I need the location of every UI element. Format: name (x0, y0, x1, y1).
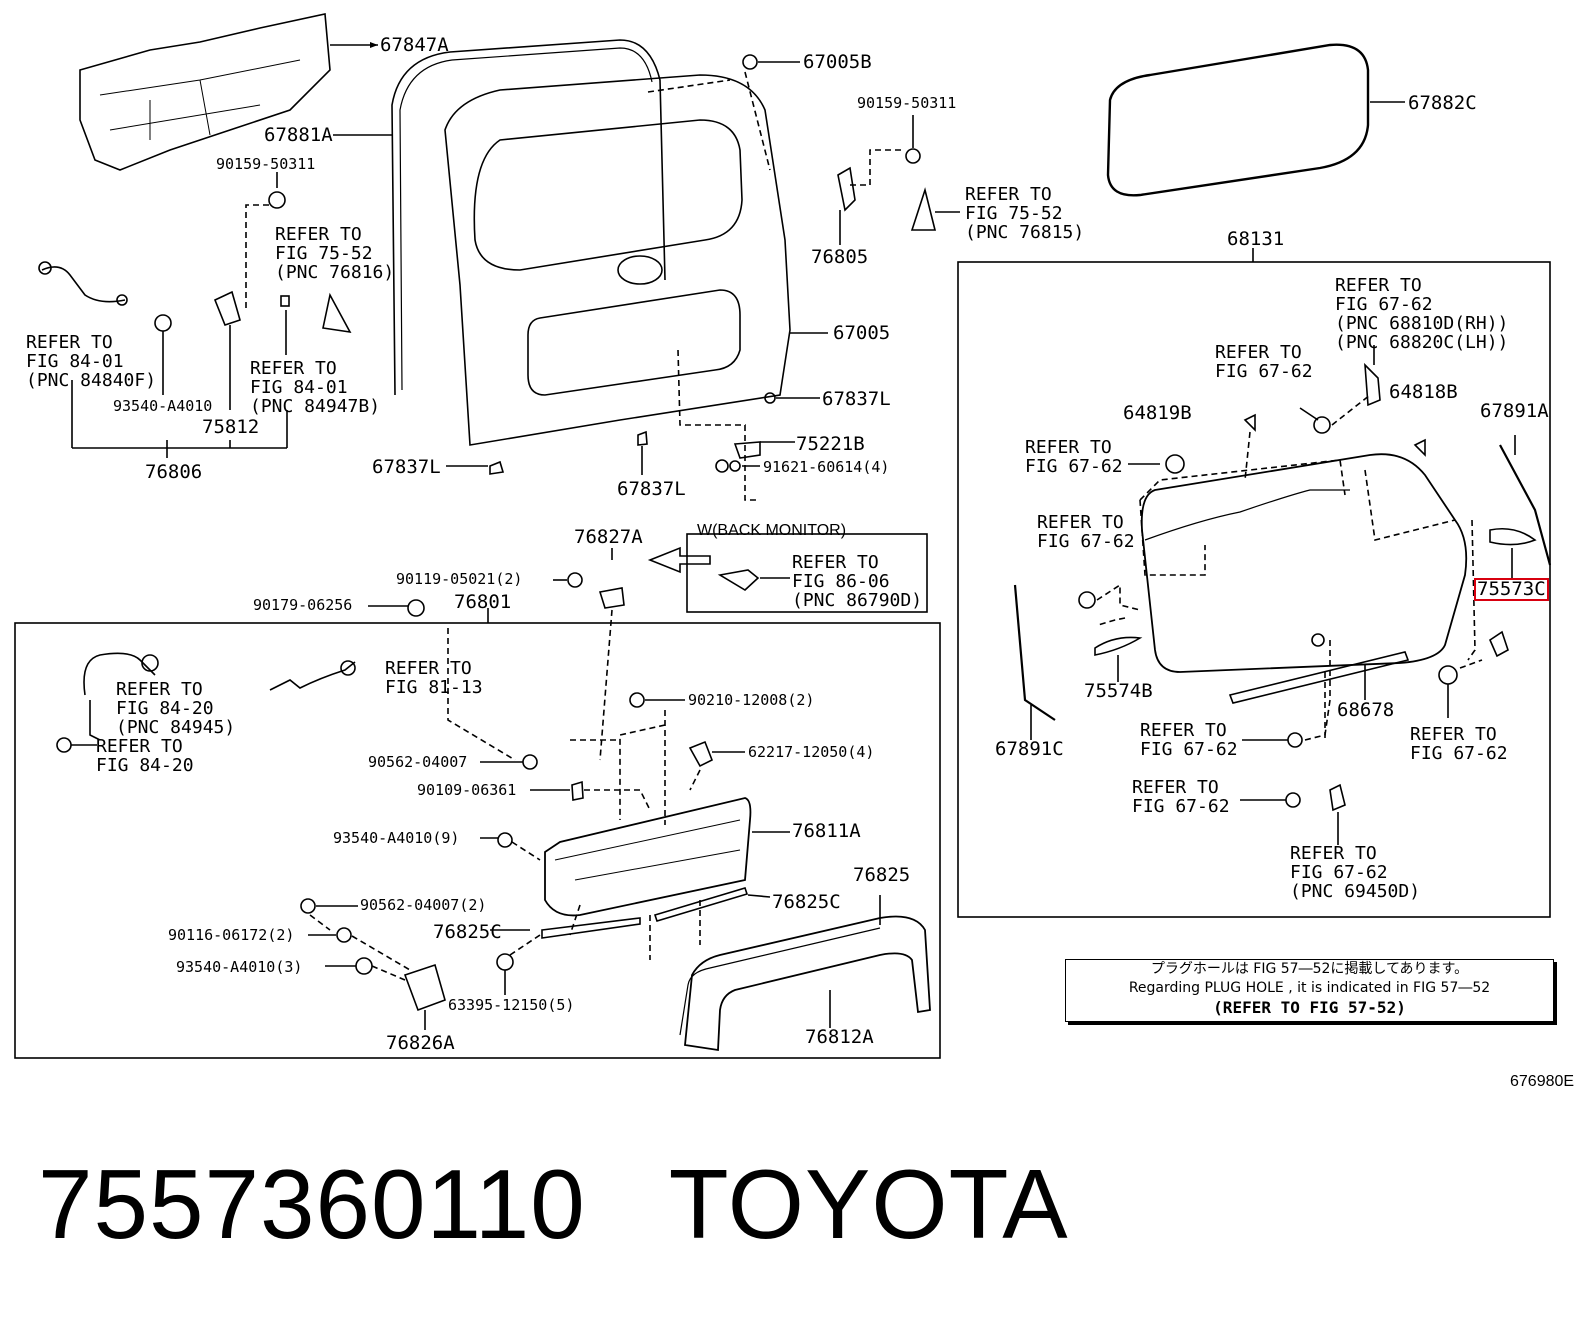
callout-90119-05021: 90119-05021(2) (396, 570, 523, 588)
callout-90562-04007-2: 90562-04007(2) (360, 896, 487, 914)
strip-68678 (1228, 651, 1410, 704)
garnish-assembly-box (14, 622, 941, 1059)
rear-glass-68131 (1140, 453, 1468, 673)
refer-fig-67-62-f: REFER TO FIG 67-62 (1132, 777, 1230, 817)
footer-title: 7557360110 TOYOTA (38, 1148, 1069, 1261)
callout-76812A: 76812A (805, 1026, 874, 1048)
callout-90159-50311-b: 90159-50311 (216, 155, 316, 173)
callout-67005: 67005 (833, 322, 891, 344)
callout-68131: 68131 (1227, 228, 1285, 250)
callout-76811A: 76811A (792, 820, 861, 842)
glass-assembly-box (957, 261, 1551, 918)
back-door-67005 (444, 74, 791, 446)
callout-63395-12150: 63395-12150(5) (448, 996, 575, 1014)
callout-67891C: 67891C (995, 738, 1064, 760)
callout-91621-60614: 91621-60614(4) (763, 458, 890, 476)
refer-fig-84-01-84840F: REFER TO FIG 84-01 (PNC 84840F) (26, 332, 157, 391)
part-number: 7557360110 (38, 1149, 586, 1259)
callout-75574B: 75574B (1084, 680, 1153, 702)
refer-fig-84-20-84945: REFER TO FIG 84-20 (PNC 84945) (116, 679, 236, 738)
refer-fig-67-62-b: REFER TO FIG 67-62 (1025, 437, 1123, 477)
back-monitor-label: W(BACK MONITOR) (697, 522, 847, 539)
callout-90179-06256: 90179-06256 (253, 596, 353, 614)
weatherstrip-67881A (391, 39, 666, 396)
garnish-76811A (544, 797, 752, 917)
refer-fig-86-06: REFER TO FIG 86-06 (PNC 86790D) (792, 552, 923, 611)
bracket-76826A (403, 963, 446, 1012)
callout-76826A: 76826A (386, 1032, 455, 1054)
back-monitor-box (686, 533, 928, 613)
refer-fig-84-20: REFER TO FIG 84-20 (96, 736, 194, 776)
callout-67005B: 67005B (803, 51, 872, 73)
callout-76805: 76805 (811, 246, 869, 268)
refer-fig-67-62-e: REFER TO FIG 67-62 (1410, 724, 1508, 764)
refer-fig-75-52-76815: REFER TO FIG 75-52 (PNC 76815) (965, 184, 1085, 243)
callout-93540-A4010-9: 93540-A4010(9) (333, 829, 460, 847)
callout-76827A: 76827A (574, 526, 643, 548)
callout-93540-A4010-3: 93540-A4010(3) (176, 958, 303, 976)
refer-fig-84-01-84947B: REFER TO FIG 84-01 (PNC 84947B) (250, 358, 381, 417)
callout-90210-12008: 90210-12008(2) (688, 691, 815, 709)
callout-76825C-b: 76825C (433, 921, 502, 943)
callout-67837L-a: 67837L (822, 388, 891, 410)
callout-67891A: 67891A (1480, 400, 1549, 422)
plug-hole-note: プラグホールは FIG 57―52に掲載してあります。 Regarding PL… (1065, 959, 1554, 1022)
callout-67847A: 67847A (380, 34, 449, 56)
callout-75573C-highlighted: 75573C (1474, 578, 1549, 601)
refer-fig-75-52-76816: REFER TO FIG 75-52 (PNC 76816) (275, 224, 395, 283)
callout-93540-A4010-a: 93540-A4010 (113, 397, 213, 415)
garnish-76812A (684, 915, 931, 1052)
callout-67837L-c: 67837L (617, 478, 686, 500)
callout-75221B: 75221B (796, 433, 865, 455)
callout-90109-06361: 90109-06361 (417, 781, 517, 799)
refer-fig-67-62-d: REFER TO FIG 67-62 (1140, 720, 1238, 760)
callout-67881A: 67881A (264, 124, 333, 146)
refer-fig-67-62-hinge: REFER TO FIG 67-62 (PNC 68810D(RH)) (PNC… (1335, 275, 1509, 353)
diagram-id: 676980E (1510, 1073, 1575, 1090)
refer-fig-67-62-69450D: REFER TO FIG 67-62 (PNC 69450D) (1290, 843, 1421, 902)
window-seal-67882C (1106, 43, 1370, 197)
callout-90116-06172: 90116-06172(2) (168, 926, 295, 944)
callout-76825: 76825 (853, 864, 911, 886)
callout-67837L-b: 67837L (372, 456, 441, 478)
refer-fig-67-62-a: REFER TO FIG 67-62 (1215, 342, 1313, 382)
callout-76801: 76801 (454, 591, 512, 613)
callout-76825C-a: 76825C (772, 891, 841, 913)
callout-64818B: 64818B (1389, 381, 1458, 403)
callout-68678: 68678 (1337, 699, 1395, 721)
refer-fig-81-13: REFER TO FIG 81-13 (385, 658, 483, 698)
callout-90562-04007-a: 90562-04007 (368, 753, 468, 771)
note-reference: (REFER TO FIG 57-52) (1213, 998, 1406, 1017)
callout-62217-12050: 62217-12050(4) (748, 743, 875, 761)
refer-fig-67-62-c: REFER TO FIG 67-62 (1037, 512, 1135, 552)
brand-name: TOYOTA (668, 1149, 1069, 1259)
callout-64819B: 64819B (1123, 402, 1192, 424)
note-japanese: プラグホールは FIG 57―52に掲載してあります。 (1150, 961, 1469, 977)
callout-76806: 76806 (145, 461, 203, 483)
callout-75812: 75812 (202, 416, 260, 438)
callout-90159-50311-a: 90159-50311 (857, 94, 957, 112)
bracket-67847A (79, 13, 331, 171)
note-english: Regarding PLUG HOLE , it is indicated in… (1128, 980, 1491, 996)
callout-67882C: 67882C (1408, 92, 1477, 114)
